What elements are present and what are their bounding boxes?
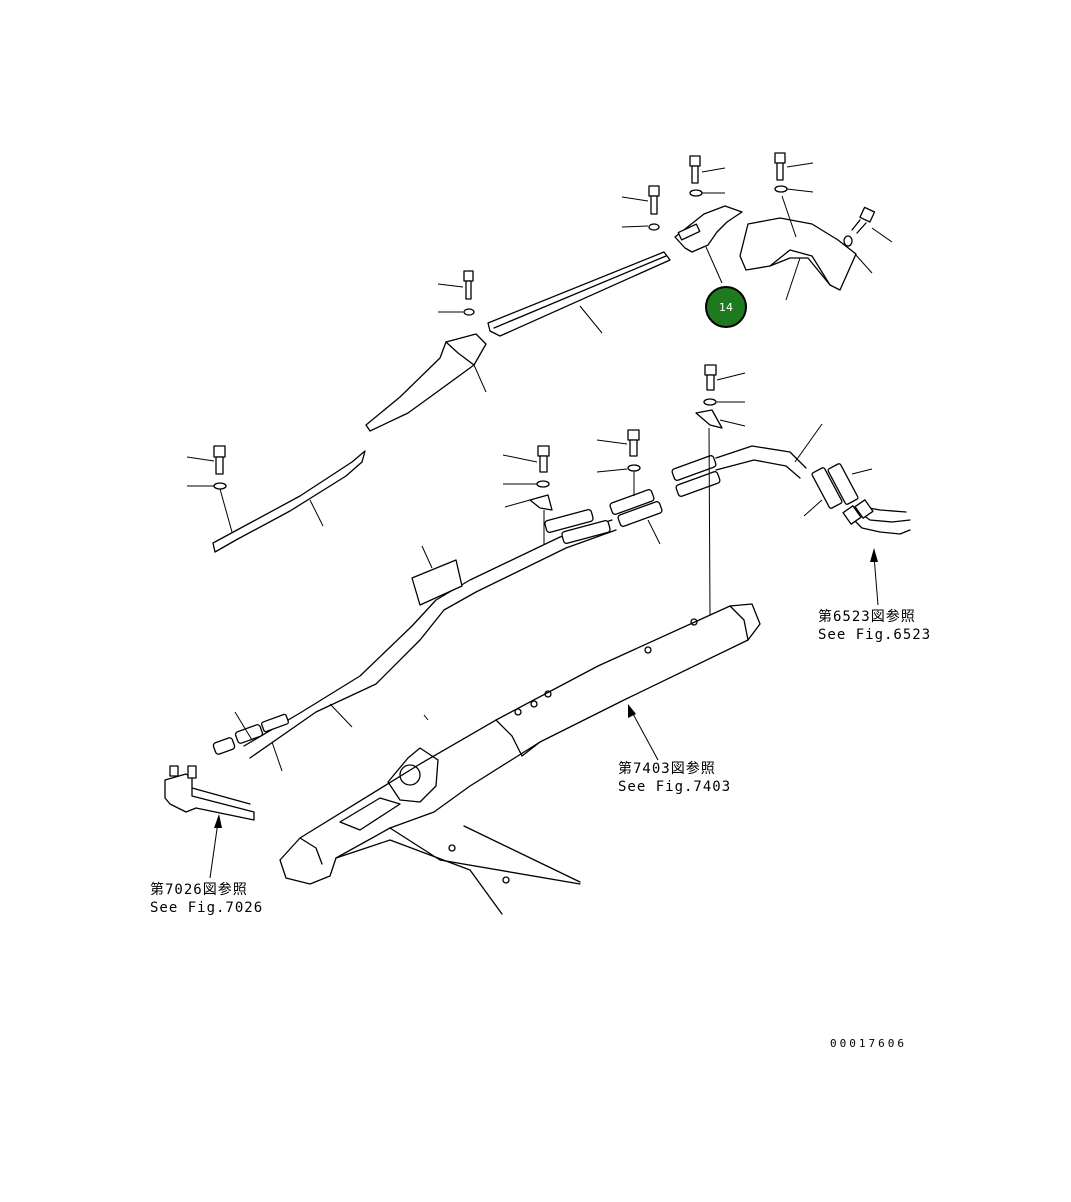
reference-fig7403-jp: 第7403図参照 — [618, 760, 716, 777]
bolt-top-2 — [621, 185, 660, 231]
upper-cover-group — [186, 152, 893, 553]
boom-group — [279, 603, 761, 915]
bolt-top-3 — [689, 155, 726, 197]
callout-label: 14 — [719, 301, 733, 314]
document-number: 00017606 — [830, 1037, 907, 1050]
cover-bracket-angled — [365, 333, 487, 432]
reference-fig7026-en: See Fig.7026 — [150, 900, 263, 916]
hose-group — [212, 364, 911, 772]
reference-fig7026: 第7026図参照 See Fig.7026 — [150, 881, 263, 916]
hose-clamp-plate — [411, 559, 463, 606]
bolt-top-1 — [437, 270, 475, 316]
bolt-top-5 — [843, 206, 893, 274]
reference-fig7403: 第7403図参照 See Fig.7403 — [618, 760, 731, 795]
reference-fig6523-jp: 第6523図参照 — [818, 608, 916, 625]
reference-fig6523: 第6523図参照 See Fig.6523 — [818, 608, 931, 643]
bolt-top-4 — [774, 152, 814, 193]
cover-long-straight — [487, 251, 671, 337]
cover-part-14 — [674, 205, 743, 253]
cover-large-shaped — [739, 217, 857, 291]
reference-fig7026-jp: 第7026図参照 — [150, 881, 248, 898]
valve-group — [164, 765, 255, 879]
reference-fig6523-en: See Fig.6523 — [818, 627, 931, 643]
callout-badge[interactable]: 14 — [705, 286, 747, 328]
guard-left — [212, 450, 366, 553]
reference-fig7403-en: See Fig.7403 — [618, 779, 731, 795]
